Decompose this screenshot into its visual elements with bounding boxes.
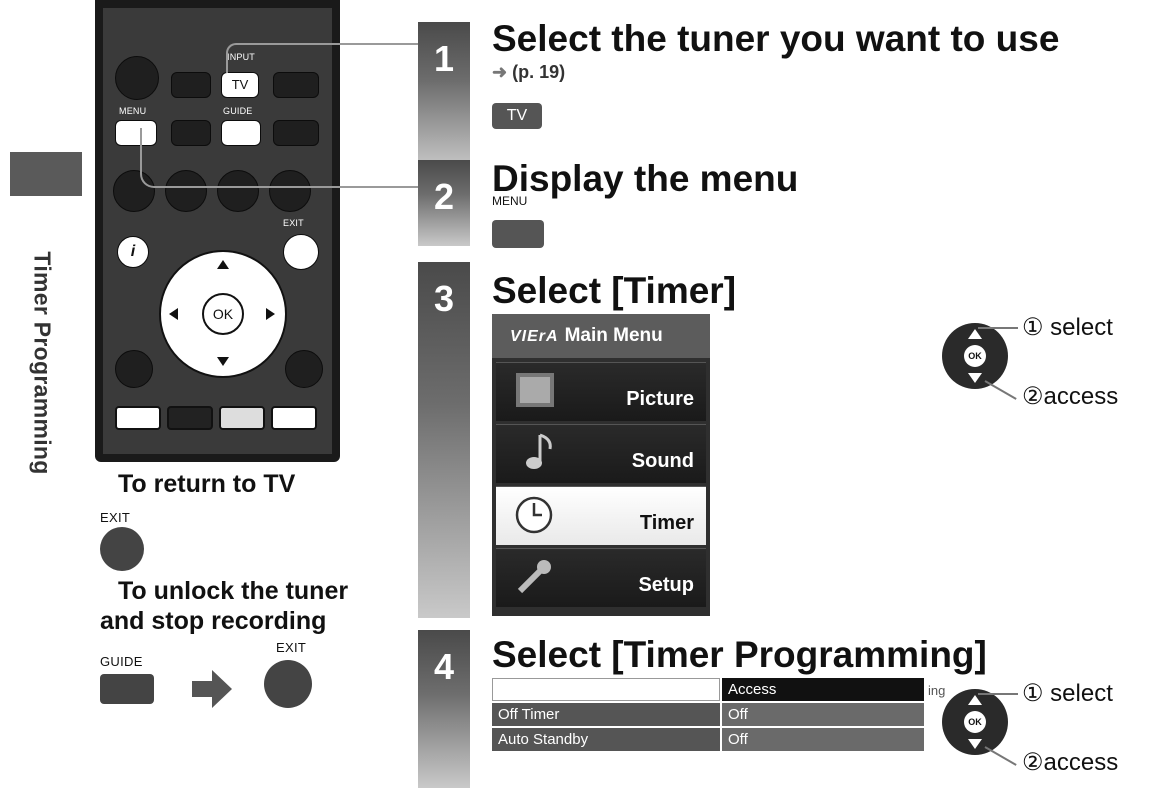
picture-icon bbox=[516, 373, 554, 407]
brand-logo: VIErA bbox=[510, 328, 559, 345]
return-to-tv-heading: To return to TV bbox=[118, 470, 296, 498]
arrow-right-icon bbox=[192, 670, 232, 708]
remote-round-button[interactable] bbox=[115, 350, 153, 388]
yellow-button[interactable] bbox=[219, 406, 265, 430]
remote-round-button[interactable] bbox=[217, 170, 259, 212]
section-label: Timer Programming bbox=[29, 251, 56, 475]
connector-line bbox=[226, 43, 424, 73]
page-reference: ➜ (p. 19) bbox=[492, 62, 566, 82]
menu-label: MENU bbox=[119, 106, 147, 116]
menu-item-picture[interactable]: Picture bbox=[496, 362, 706, 421]
info-button[interactable]: i bbox=[117, 236, 149, 268]
up-arrow-icon[interactable] bbox=[217, 260, 229, 269]
section-tab bbox=[10, 152, 82, 196]
remote-button[interactable] bbox=[171, 72, 211, 98]
table-row[interactable]: Off Timer Off bbox=[492, 703, 932, 728]
power-button[interactable] bbox=[115, 56, 159, 100]
remote-face: INPUT TV MENU GUIDE EXIT i OK bbox=[103, 8, 332, 454]
timer-table: Access Off Timer Off Auto Standby Off bbox=[492, 678, 932, 753]
ok-icon: OK bbox=[964, 345, 986, 367]
table-cell-value: Access bbox=[722, 678, 924, 701]
step-2-title: Display the menu bbox=[492, 158, 799, 199]
exit-key-icon bbox=[264, 660, 312, 708]
step-4-title: Select [Timer Programming] bbox=[492, 634, 987, 675]
nav-control-icon: OK bbox=[942, 689, 1008, 755]
ok-icon: OK bbox=[964, 711, 986, 733]
step-bar-4: 4 bbox=[418, 630, 470, 788]
blue-button[interactable] bbox=[271, 406, 317, 430]
green-button[interactable] bbox=[167, 406, 213, 430]
select-label: ① select bbox=[1022, 314, 1113, 341]
step-1-title: Select the tuner you want to use bbox=[492, 18, 1060, 59]
down-arrow-icon bbox=[968, 373, 982, 383]
nav-control-icon: OK bbox=[942, 323, 1008, 389]
pointer-line bbox=[978, 693, 1018, 695]
unlock-heading-line1: To unlock the tuner bbox=[118, 577, 349, 605]
guide-key-label: GUIDE bbox=[100, 654, 143, 669]
dpad[interactable]: OK bbox=[159, 250, 287, 378]
remote-control: INPUT TV MENU GUIDE EXIT i OK bbox=[95, 0, 340, 462]
step-3-title: Select [Timer] bbox=[492, 270, 737, 311]
guide-key-icon bbox=[100, 674, 154, 704]
menu-key-label: MENU bbox=[492, 194, 528, 208]
table-cell-label: Off Timer bbox=[492, 703, 720, 726]
step-number: 4 bbox=[433, 646, 455, 687]
table-cell-value: Off bbox=[722, 703, 924, 726]
menu-item-sound[interactable]: Sound bbox=[496, 424, 706, 483]
table-cell-value: Off bbox=[722, 728, 924, 751]
red-button[interactable] bbox=[115, 406, 161, 430]
exit-label: EXIT bbox=[283, 218, 304, 228]
connector-line bbox=[140, 128, 422, 188]
remote-round-button[interactable] bbox=[285, 350, 323, 388]
clock-icon bbox=[515, 496, 553, 534]
right-arrow-icon[interactable] bbox=[266, 308, 275, 320]
guide-label: GUIDE bbox=[223, 106, 253, 116]
select-label: ① select bbox=[1022, 680, 1113, 707]
step-number: 2 bbox=[433, 176, 455, 217]
table-cell-label: Auto Standby bbox=[492, 728, 720, 751]
remote-round-button[interactable] bbox=[165, 170, 207, 212]
pointer-line bbox=[984, 746, 1017, 766]
access-label: ②access bbox=[1022, 749, 1119, 776]
down-arrow-icon bbox=[968, 739, 982, 749]
exit-button[interactable] bbox=[283, 234, 319, 270]
exit-key-label: EXIT bbox=[276, 640, 307, 655]
remote-button[interactable] bbox=[171, 120, 211, 146]
tv-button[interactable]: TV bbox=[221, 72, 259, 98]
left-arrow-icon[interactable] bbox=[169, 308, 178, 320]
up-arrow-icon bbox=[968, 695, 982, 705]
exit-key-label: EXIT bbox=[100, 510, 131, 525]
step-bar-2: 2 bbox=[418, 160, 470, 246]
menu-item-timer[interactable]: Timer bbox=[496, 486, 706, 545]
menu-item-setup[interactable]: Setup bbox=[496, 548, 706, 607]
step-number: 3 bbox=[433, 278, 455, 319]
table-row[interactable]: Access bbox=[492, 678, 932, 703]
guide-button[interactable] bbox=[221, 120, 261, 146]
menu-key bbox=[492, 220, 544, 248]
step-bar-3: 3 bbox=[418, 262, 470, 618]
access-label: ②access bbox=[1022, 383, 1119, 410]
ok-button[interactable]: OK bbox=[202, 293, 244, 335]
remote-round-button[interactable] bbox=[269, 170, 311, 212]
pointer-line bbox=[984, 380, 1017, 400]
wrench-icon bbox=[517, 560, 551, 594]
pointer-line bbox=[978, 327, 1018, 329]
tv-key: TV bbox=[492, 103, 542, 129]
down-arrow-icon[interactable] bbox=[217, 357, 229, 366]
arrow-right-icon: ➜ bbox=[492, 62, 508, 82]
table-cell-label bbox=[492, 678, 720, 701]
truncated-text: ing bbox=[928, 683, 946, 698]
up-arrow-icon bbox=[968, 329, 982, 339]
input-label: INPUT bbox=[227, 52, 255, 62]
unlock-heading-line2: and stop recording bbox=[100, 607, 327, 635]
step-number: 1 bbox=[433, 38, 455, 79]
remote-button[interactable] bbox=[273, 120, 319, 146]
music-note-icon bbox=[526, 433, 552, 469]
remote-button[interactable] bbox=[273, 72, 319, 98]
table-row[interactable]: Auto Standby Off bbox=[492, 728, 932, 753]
exit-key-icon bbox=[100, 527, 144, 571]
step-bar-1: 1 bbox=[418, 22, 470, 170]
